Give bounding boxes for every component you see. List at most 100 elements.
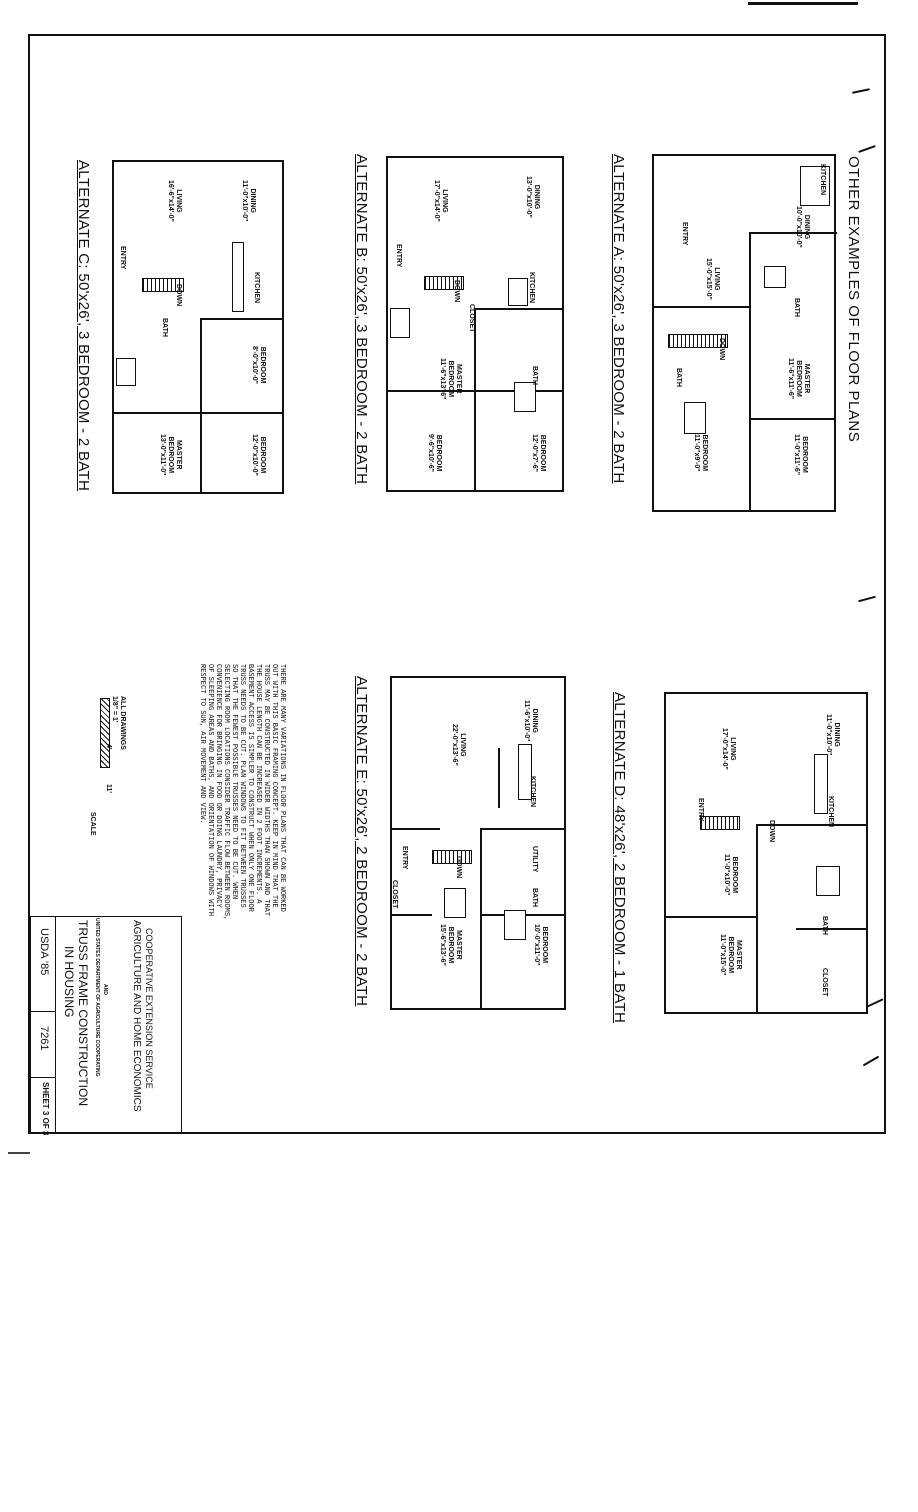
plan-d-wall [756,824,868,826]
scale-value: 1/8" = 1' [111,696,118,723]
title-block-sheet: SHEET 3 OF 3 [41,1082,50,1136]
plan-b-bedroom2-label: BEDROOM 9'-6"x10'-6" [427,434,442,472]
plan-c-stair [142,278,184,292]
plan-e-outline [390,676,566,1010]
plan-e-utility-label: UTILITY [531,846,538,873]
title-block-service-line1: COOPERATIVE EXTENSION SERVICE [144,928,154,1089]
plan-c-bath-label: BATH [161,318,168,337]
plan-a-kitchen-label: KITCHEN [819,164,826,196]
plan-d-kitchen-counter [814,754,828,814]
plan-c-title: ALTERNATE C: 50'x26', 3 BEDROOM - 2 BATH [75,160,92,492]
plan-a-bedroom2-label: BEDROOM 11'-0"x9'-0" [693,434,708,472]
plan-a-wall [751,418,836,420]
plan-a-title: ALTERNATE A: 50'x26', 3 BEDROOM - 2 BATH [610,154,627,484]
plan-d-dining-label: DINING 11'-0"x10'-0" [825,714,840,756]
plan-a-bedroom1-label: BEDROOM 11'-0"x11'-6" [793,434,808,476]
plan-c-dining-label: DINING 11'-0"x10'-0" [241,180,256,222]
plan-e-wall [392,914,432,916]
plan-d-kitchen-label: KITCHEN [827,796,834,828]
title-block-project-line2: IN HOUSING [62,946,76,1018]
title-block-number: 7261 [38,1026,50,1051]
plan-d-bath-label: BATH [821,916,828,935]
plan-d-entry-label: ENTRY [697,798,704,822]
edge-mark [8,1152,30,1154]
plan-e-bath-label: BATH [531,888,538,907]
plan-b-kitchen-label: KITCHEN [528,272,535,304]
plan-a-entry-label: ENTRY [681,222,688,246]
plan-b-entry-label: ENTRY [395,244,402,268]
plan-b-master-label: MASTER BEDROOM 11'-6"x13'-6" [439,358,462,400]
plan-d-down-label: DOWN [768,820,775,843]
plan-c-kitchen-label: KITCHEN [253,272,260,304]
plan-a-kitchen-counter [800,166,830,206]
plan-a-tub [764,266,786,288]
top-edge-line [748,2,858,5]
plan-a-wall [749,232,837,234]
plan-b-wall [474,308,564,310]
plan-d-stair [700,816,740,830]
plan-e-wall [498,748,500,808]
scale-eleven-label: 11' [105,784,112,794]
plan-a-down-label: DOWN [718,338,725,361]
plan-d-tub [816,866,840,896]
plan-a-wall [654,306,749,308]
plan-a-stair [668,334,728,348]
plan-b-outline [386,156,564,492]
plan-a-tub [684,402,706,434]
plan-c-down-label: DOWN [175,284,182,307]
plan-d-closet-label: CLOSET [821,968,828,997]
plan-e-wall [480,828,482,1010]
plan-d-title: ALTERNATE D: 48'x26', 2 BEDROOM - 1 BATH [611,692,628,1024]
title-block-divider [55,917,56,1133]
plan-e-living-label: LIVING 22'-0"x13'-6" [451,724,466,766]
plan-e-kitchen-counter [518,744,532,800]
plan-e-dining-label: DINING 11'-6"x10'-0" [523,700,538,742]
plan-c-wall [200,318,284,320]
plan-b-title: ALTERNATE B: 50'x26', 3 BEDROOM - 2 BATH [353,154,370,485]
plan-b-living-label: LIVING 17'-0"x14'-0" [433,180,448,222]
plan-a-master-label: MASTER BEDROOM 11'-6"x11'-6" [787,358,810,400]
plan-e-stair [432,850,472,864]
plan-e-down-label: DOWN [455,856,462,879]
title-block-service-line2: AGRICULTURE AND HOME ECONOMICS [131,920,142,1112]
plan-e-wall [392,828,440,830]
plan-a-bath1-label: BATH [793,298,800,317]
plan-c-wall [200,318,202,494]
plan-c-bedroom1-label: BEDROOM 8'-0"x10'-0" [251,346,266,384]
plan-c-tub [116,358,136,386]
plan-a-outline [652,154,837,512]
plan-b-tub [514,382,536,412]
plan-d-wall [796,928,868,930]
plan-c-master-label: MASTER BEDROOM 13'-0"x11'-0" [159,434,182,476]
plan-c-bedroom2-label: BEDROOM 12'-0"x10'-0" [251,434,266,476]
plan-a-wall [749,232,751,512]
plan-a-bath2-label: BATH [675,368,682,387]
plan-c-entry-label: ENTRY [119,246,126,270]
scale-four-label: 4' [105,744,112,750]
title-block [30,916,182,1134]
title-block-divider [31,1077,55,1078]
plan-a-dining-label: DINING 10'-0"x10'-0" [795,206,810,248]
plan-b-stair [424,276,464,290]
design-notes-paragraph: THERE ARE MANY VARIATIONS IN FLOOR PLANS… [198,664,286,921]
plan-d-wall [756,824,758,1014]
plan-b-wall [388,390,564,392]
scale-bar [100,698,110,768]
scale-caption: ALL DRAWINGS [119,696,126,750]
plan-e-wall [480,828,566,830]
plan-c-outline [112,160,284,494]
plan-e-closet-label: CLOSET [391,880,398,909]
plan-e-master-label: MASTER BEDROOM 15'-6"x13'-6" [439,924,462,966]
plan-e-bedroom-label: BEDROOM 10'-0"x11'-0" [533,924,548,966]
plan-c-living-label: LIVING 16'-6"x14'-0" [167,180,182,222]
title-block-project: TRUSS FRAME CONSTRUCTION [76,920,90,1106]
plan-b-down-label: DOWN [453,280,460,303]
scale-word: SCALE [89,812,96,836]
plan-e-tub [444,888,466,918]
plan-b-island [508,278,528,306]
plan-d-bedroom-label: BEDROOM 11'-0"x10'-0" [723,854,738,896]
plan-d-outline [664,692,868,1014]
sheet-heading: OTHER EXAMPLES OF FLOOR PLANS [845,156,862,443]
plan-e-tub [504,910,526,940]
plan-b-closet-label: CLOSET [468,304,475,333]
